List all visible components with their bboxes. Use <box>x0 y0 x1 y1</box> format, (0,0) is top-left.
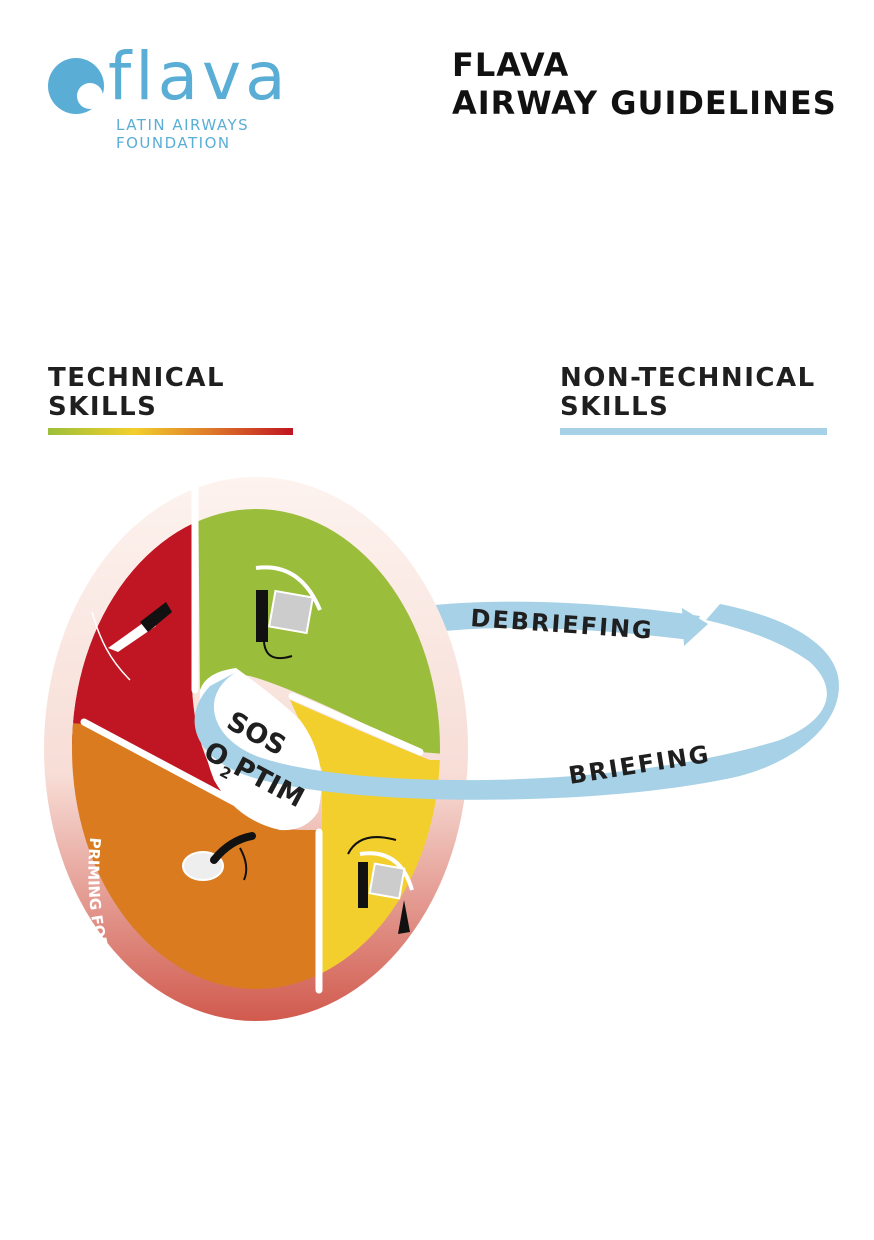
page-title-line1: FLAVA <box>452 46 570 84</box>
technical-skills-line1: TECHNICAL <box>48 363 226 393</box>
non-technical-skills-bar <box>560 428 827 435</box>
laryngeal-mask-icon <box>182 832 256 881</box>
logo-subtitle-line2: FOUNDATION <box>116 134 231 152</box>
flava-logo: flava LATIN AIRWAYS FOUNDATION <box>46 44 306 160</box>
debriefing-arrowhead <box>682 608 708 646</box>
non-technical-skills-line1: NON-TECHNICAL <box>560 363 816 393</box>
technical-skills-heading: TECHNICAL SKILLS <box>48 364 225 422</box>
technical-skills-gradient-bar <box>48 428 293 435</box>
logo-subtitle-line1: LATIN AIRWAYS <box>116 116 250 134</box>
page-title: FLAVA AIRWAY GUIDELINES <box>452 46 837 122</box>
center-hub <box>199 668 322 831</box>
non-technical-skills-heading: NON-TECHNICAL SKILLS <box>560 364 816 422</box>
non-technical-skills-line2: SKILLS <box>560 392 670 422</box>
videolaryngoscope-bougie-icon <box>347 836 414 934</box>
scalpel-icon <box>91 602 172 681</box>
logo-wordmark: flava <box>108 38 290 115</box>
technical-skills-line2: SKILLS <box>48 392 158 422</box>
loop-front-arc <box>194 604 839 800</box>
page-title-line2: AIRWAY GUIDELINES <box>452 84 837 122</box>
videolaryngoscope-icon <box>255 565 322 660</box>
logo-circle-icon <box>48 58 104 114</box>
segment-red-left <box>72 509 232 800</box>
